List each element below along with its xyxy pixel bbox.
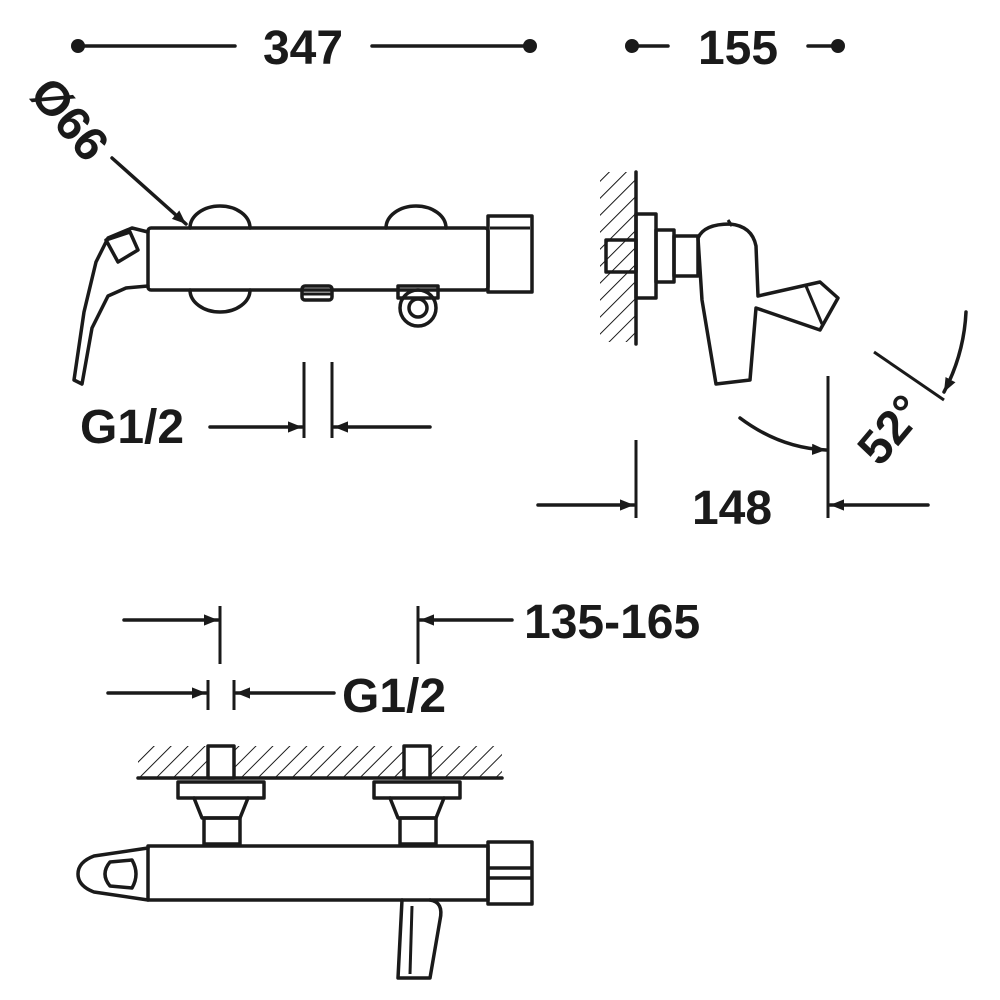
dim-depth-label: 155	[698, 22, 778, 75]
dim-155: 155	[625, 22, 845, 75]
dim-diameter: Ø66	[20, 68, 188, 226]
dim-g12-front: G1/2	[80, 362, 432, 454]
front-view	[72, 204, 534, 386]
diameter-leader	[110, 156, 188, 226]
side-view	[600, 170, 840, 386]
top-view	[76, 744, 534, 980]
dim-135-165: 135-165	[122, 596, 700, 664]
dim-projection-label: 148	[692, 482, 772, 535]
dim-angle: 52°	[738, 310, 968, 475]
dim-width-label: 347	[263, 22, 343, 75]
dim-diameter-label: Ø66	[20, 68, 119, 172]
dim-148: 148	[536, 376, 930, 535]
dim-angle-label: 52°	[848, 385, 935, 475]
dim-connection-top-label: G1/2	[342, 670, 446, 723]
dim-connection-front-label: G1/2	[80, 401, 184, 454]
dim-g12-top: G1/2	[106, 670, 446, 723]
dim-centers-label: 135-165	[524, 596, 700, 649]
dim-347: 347	[71, 22, 537, 75]
